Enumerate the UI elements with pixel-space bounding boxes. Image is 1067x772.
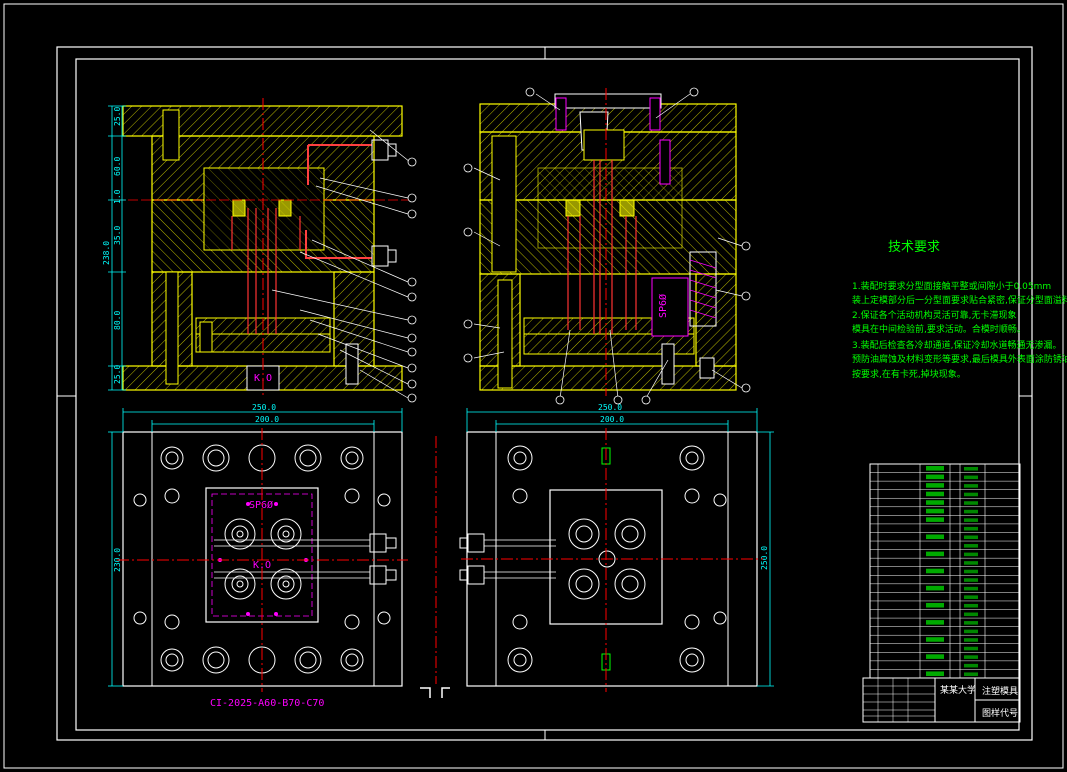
parts-list-cell — [964, 561, 978, 565]
dim-200-left: 200.0 — [255, 415, 279, 424]
parts-list-cell — [964, 663, 978, 668]
parts-list-cell — [964, 569, 978, 574]
parts-list-cell — [964, 655, 978, 659]
parts-list-cell — [926, 517, 944, 522]
parts-list-cell — [964, 544, 978, 548]
parts-list-cell — [926, 637, 944, 642]
title-drawing-no: 图样代号 — [982, 707, 1018, 719]
dim-1: 1.0 — [113, 189, 122, 204]
parts-list-cell — [926, 508, 944, 514]
left-plan-view: 250.0 200.0 230.0 — [108, 403, 408, 709]
dim-25: 25.0 — [113, 107, 122, 126]
left-section-view: K.O 25.0 60.0 1.0 35.0 238.0 80.0 25.0 — [102, 98, 417, 403]
parts-list-cell — [926, 474, 944, 480]
dim-60: 60.0 — [113, 157, 122, 176]
parts-list-cell — [964, 501, 978, 505]
parts-list-cell — [926, 654, 944, 659]
dim-250-left: 250.0 — [252, 403, 276, 412]
parts-list-cell — [964, 612, 978, 617]
parts-list-cell — [926, 602, 944, 608]
dim-200-right: 200.0 — [600, 415, 624, 424]
parts-list-cell — [926, 568, 944, 574]
parts-list-cell — [926, 500, 944, 505]
parts-list-cell — [964, 526, 978, 531]
dim-80: 80.0 — [113, 311, 122, 330]
dim-250-right-v: 250.0 — [760, 546, 769, 570]
technical-requirements: 技术要求 1.装配时要求分型面接触平整或间隙小于0.05mm 装上定模部分后一分… — [852, 240, 1067, 380]
parts-list-cell — [964, 535, 978, 540]
parts-list-cell — [964, 484, 978, 488]
title-school: 某某大学 — [940, 684, 976, 696]
parts-list-cell — [964, 578, 978, 582]
tech-title: 技术要求 — [888, 240, 940, 255]
drawing-frame — [3, 3, 1064, 769]
parts-list-cell — [926, 491, 944, 497]
title-drawing-name: 注塑模具 — [982, 685, 1018, 697]
mold-base-code: CI-2025-A60-B70-C70 — [210, 698, 324, 709]
sp-label-plan: SP6Ø — [249, 499, 273, 511]
parts-list-cell — [926, 620, 944, 625]
right-plan-view: 250.0 200.0 250.0 — [459, 403, 774, 692]
tech-note-6: 预防油腐蚀及材料变形等要求,最后模具外表面涂防锈油。 — [852, 353, 1067, 365]
parts-list-cell — [964, 672, 978, 676]
parts-list-cell — [964, 629, 978, 634]
section-mark — [420, 436, 450, 698]
tech-note-5: 3.装配后检查各冷却通道,保证冷却水道畅通无渗漏。 — [852, 339, 1061, 351]
parts-list-cell — [926, 483, 944, 488]
parts-list-cell — [964, 638, 978, 642]
parts-list-cell — [964, 595, 978, 599]
parts-list-cell — [926, 534, 944, 540]
tech-note-7: 按要求,在有卡死,掉块现象。 — [852, 368, 966, 380]
parts-list-cell — [926, 671, 944, 676]
parts-list-cell — [964, 475, 978, 480]
parts-list-cell — [964, 603, 978, 608]
parts-list-cell — [926, 466, 944, 471]
parts-list-cell — [964, 646, 978, 651]
parts-list-cell — [926, 551, 944, 557]
parts-list-cell — [964, 586, 978, 591]
parts-list-cell — [964, 492, 978, 497]
parts-list — [869, 463, 1021, 679]
parts-list-cell — [964, 518, 978, 522]
title-block: 某某大学 注塑模具 图样代号 — [862, 677, 1021, 723]
parts-list-cell — [964, 509, 978, 514]
parts-list-cell — [964, 467, 978, 471]
tech-note-1: 1.装配时要求分型面接触平整或间隙小于0.05mm — [852, 280, 1051, 292]
parts-list-cell — [964, 552, 978, 557]
right-section-view: SP6Ø — [463, 87, 751, 405]
tech-note-2: 装上定模部分后一分型面要求贴合紧密,保证分型面溢料问题 — [852, 294, 1067, 306]
parts-list-cell — [926, 585, 944, 591]
sp-label: SP6Ø — [657, 294, 669, 318]
ko-label-plan: K.O — [253, 560, 271, 571]
parts-list-cell — [964, 621, 978, 625]
dim-35: 35.0 — [113, 226, 122, 245]
dim-238: 238.0 — [102, 241, 111, 265]
tech-note-3: 2.保证各个活动机构灵活可靠,无卡滞现象 — [852, 309, 1016, 321]
dim-25b: 25.0 — [113, 365, 122, 384]
tech-note-4: 模具在中间检验前,要求活动。合模时顺畅。 — [852, 323, 1026, 335]
dim-250-right: 250.0 — [598, 403, 622, 412]
